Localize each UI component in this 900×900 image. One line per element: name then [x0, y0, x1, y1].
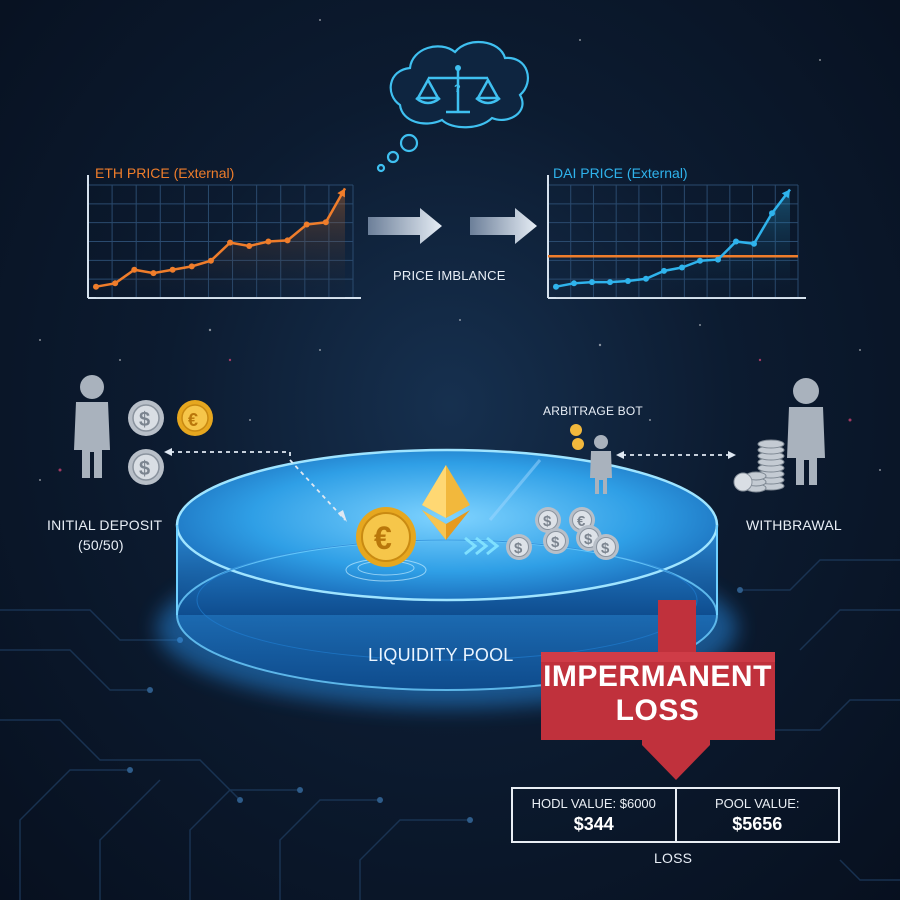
chart-area	[556, 189, 790, 298]
chart-series-line	[95, 187, 347, 288]
dai-chart-title: DAI PRICE (External)	[553, 165, 688, 181]
svg-text:$: $	[584, 531, 593, 548]
chart-point	[303, 221, 310, 228]
chart-point	[607, 279, 613, 286]
chart-point	[625, 278, 631, 285]
svg-text:$: $	[514, 540, 523, 557]
hodl-label: HODL VALUE: $6000	[531, 795, 656, 811]
chart-arrowhead	[781, 189, 790, 199]
chart-point	[131, 266, 138, 273]
chart-point	[188, 263, 195, 270]
arbitrage-bot-label: ARBITRAGE BOT	[543, 404, 643, 418]
chart-point	[733, 238, 739, 245]
initial-ratio-label: (50/50)	[78, 537, 124, 553]
svg-text:€: €	[374, 520, 392, 556]
initial-deposit-label: INITIAL DEPOSIT	[47, 517, 163, 533]
chart-point	[751, 240, 757, 247]
chart-point	[769, 210, 775, 217]
chart-point	[715, 256, 721, 263]
hodl-cell: HODL VALUE: $6000 $344	[513, 789, 675, 841]
chart-point	[553, 283, 559, 290]
impermanent-loss-title: IMPERMANENT LOSS	[540, 660, 775, 728]
chart-arrowhead	[337, 188, 345, 198]
chart-point	[679, 264, 685, 271]
svg-text:$: $	[543, 513, 552, 530]
svg-text:$: $	[139, 458, 150, 480]
svg-text:$: $	[551, 534, 560, 551]
impermanent-word: IMPERMANENT	[543, 660, 772, 693]
dollar-coin-icon: $	[128, 400, 164, 436]
chart-point	[284, 237, 291, 244]
chart-point	[169, 266, 176, 273]
person-icon	[590, 435, 612, 494]
svg-text:$: $	[601, 540, 610, 557]
loss-table: HODL VALUE: $6000 $344 POOL VALUE: $5656	[511, 787, 840, 843]
pool-value: $5656	[732, 813, 783, 834]
euro-coin-icon: €	[177, 400, 213, 436]
chart-area	[96, 188, 345, 298]
person-icon	[787, 378, 825, 485]
chart-point	[643, 275, 649, 282]
pool-cell: POOL VALUE: $5656	[674, 789, 839, 841]
liquidity-pool-label: LIQUIDITY POOL	[368, 645, 514, 665]
person-icon	[74, 375, 110, 478]
svg-text:$: $	[139, 409, 150, 431]
chart-point	[571, 280, 577, 287]
silver-coin-icon: $	[543, 528, 569, 554]
chart-point	[697, 257, 703, 264]
chart-point	[93, 283, 99, 290]
chart-point	[589, 279, 595, 286]
svg-text:€: €	[188, 410, 198, 430]
chart-point	[265, 238, 272, 245]
silver-coin-icon: $	[506, 534, 532, 560]
pool-label: POOL VALUE:	[714, 795, 800, 811]
chart-point	[150, 270, 157, 277]
arrow-down-icon	[541, 600, 775, 780]
dollar-coin-icon: $	[128, 449, 164, 485]
chart-point	[661, 267, 667, 274]
hodl-value: $344	[573, 813, 614, 834]
silver-coin-icon: $	[535, 507, 561, 533]
silver-coin-icon: $	[593, 534, 619, 560]
withdrawal-label: WITHBRAWAL	[746, 517, 842, 533]
chart-point	[112, 280, 119, 287]
arrow-right-icon	[470, 208, 537, 244]
eth-chart-title: ETH PRICE (External)	[95, 165, 235, 181]
svg-text:€: €	[577, 513, 586, 530]
coin-stack-icon	[733, 439, 785, 493]
price-imbalance-label: PRICE IMBLANCE	[393, 268, 506, 283]
loss-caption: LOSS	[654, 850, 693, 866]
dollar-coin-icon	[570, 424, 584, 450]
arrow-right-icon	[368, 208, 442, 244]
loss-word: LOSS	[615, 694, 700, 727]
chart-point	[246, 243, 253, 250]
chart-point	[322, 219, 329, 226]
svg-text:?: ?	[454, 83, 461, 95]
chart-point	[207, 257, 214, 264]
chart-point	[227, 239, 234, 246]
